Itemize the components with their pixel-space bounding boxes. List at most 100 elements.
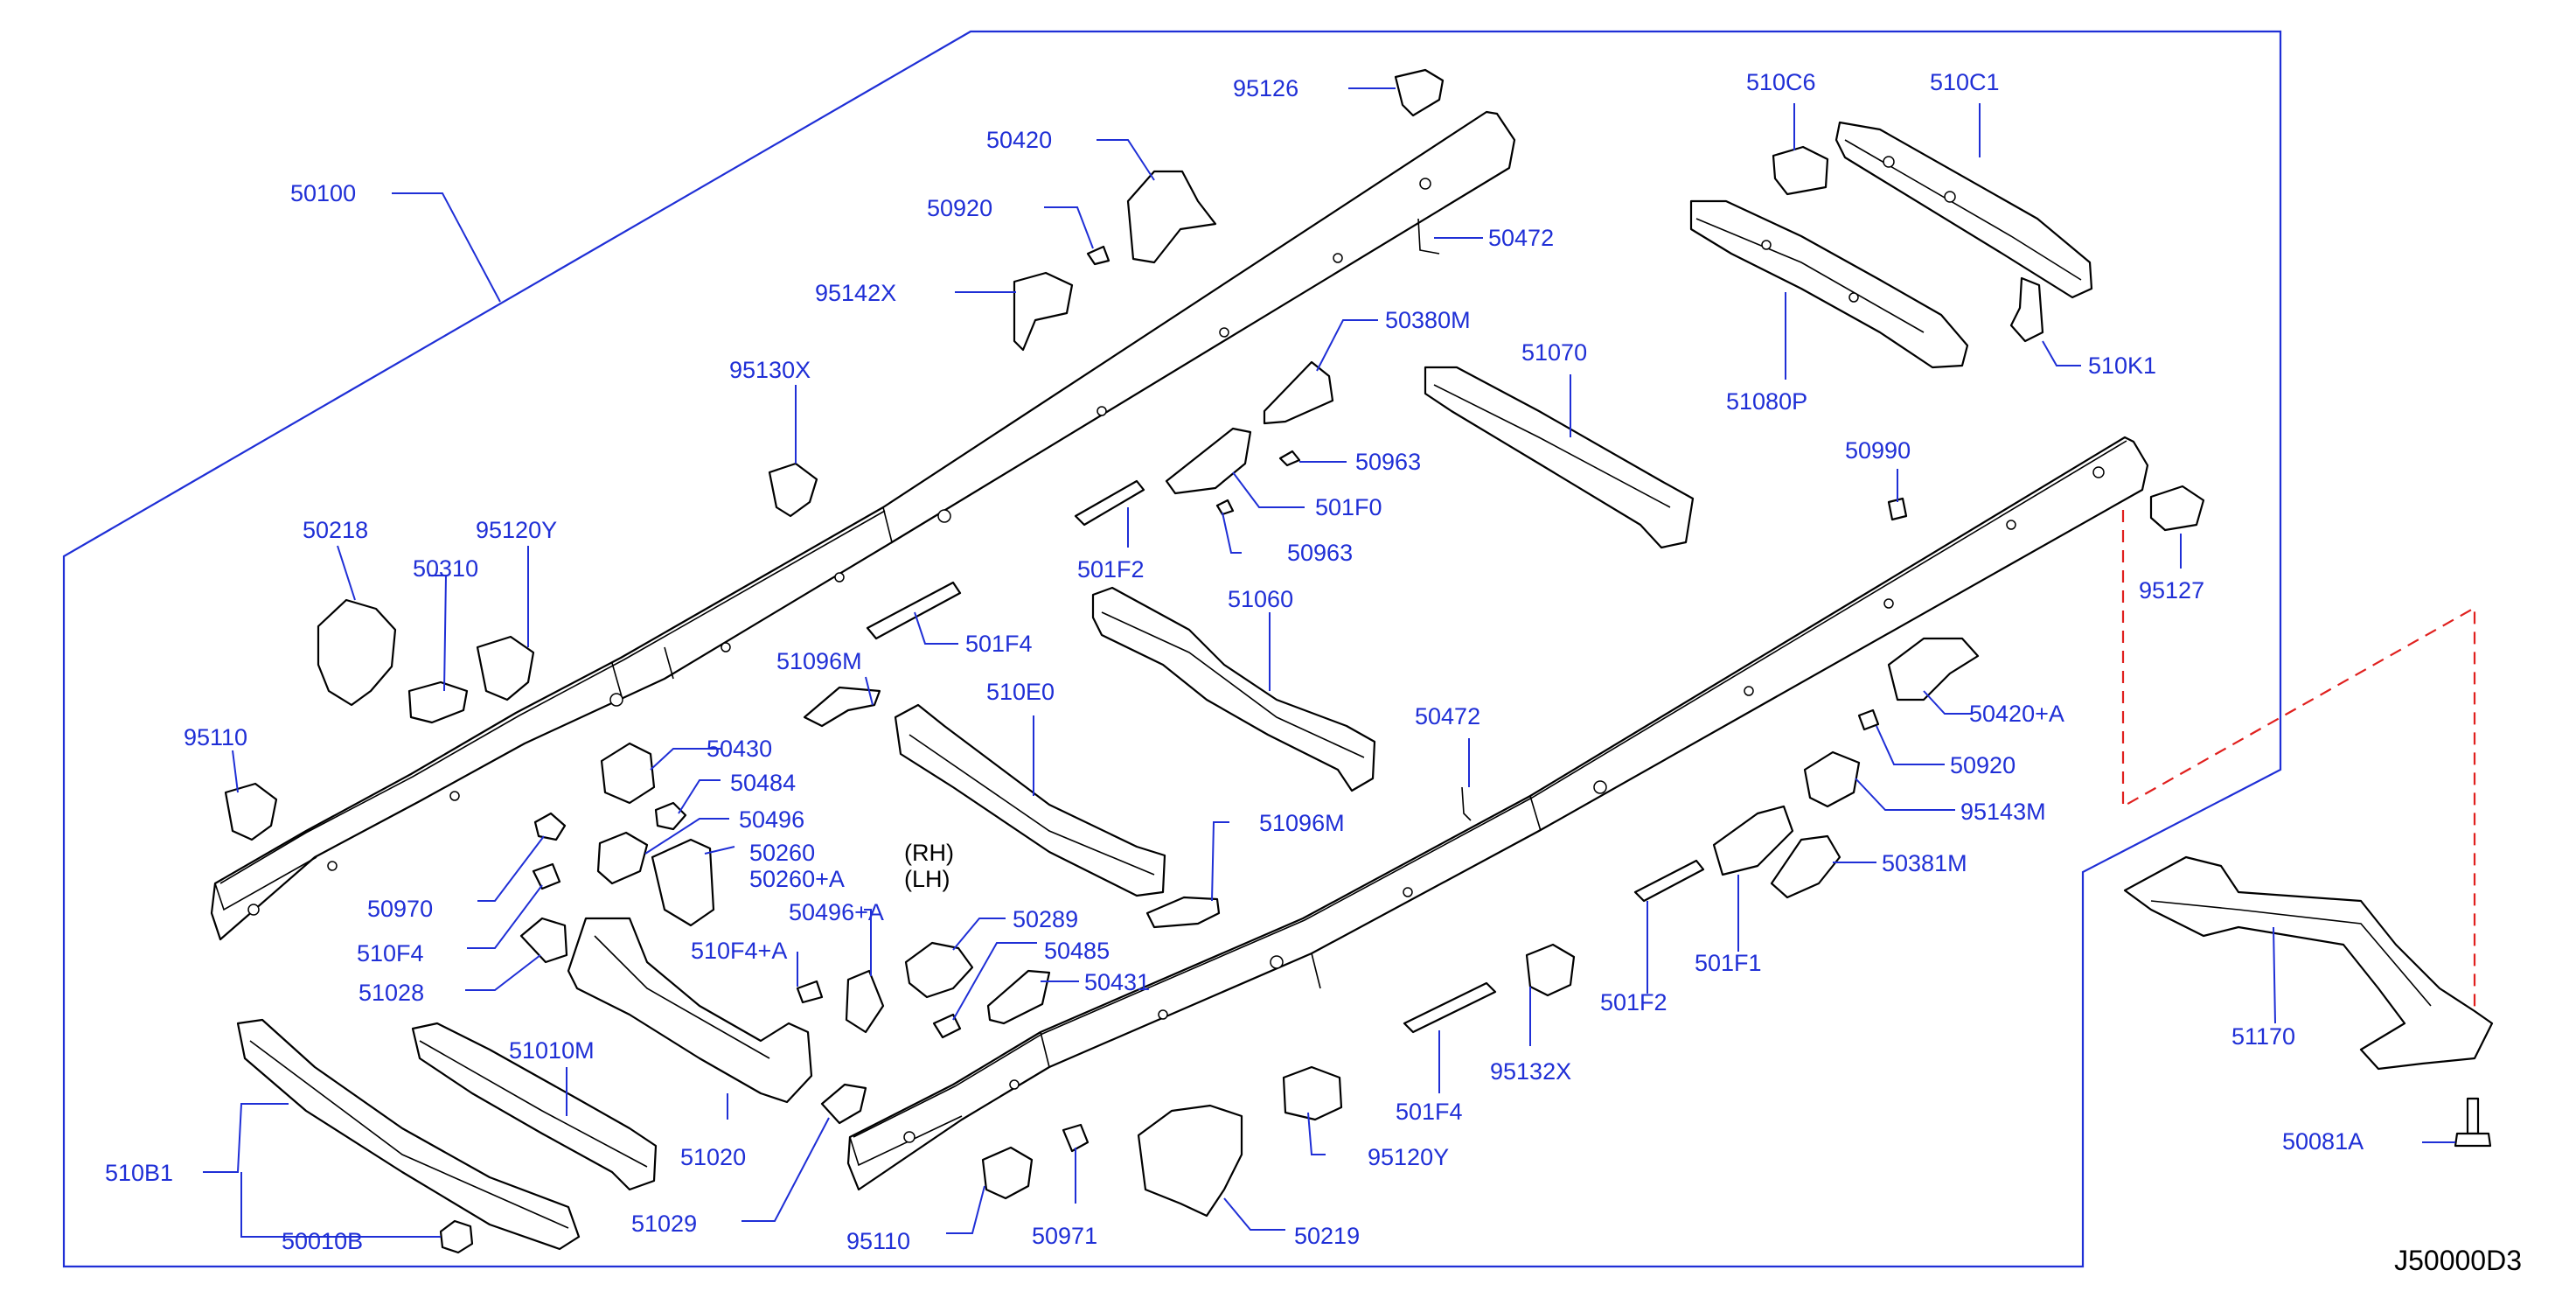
part-50420a <box>1887 637 1980 701</box>
part-501f2-lower <box>1633 859 1705 903</box>
part-50081a <box>2454 1097 2492 1148</box>
label-510f4: 510F4 <box>357 940 424 967</box>
label-510k1: 510K1 <box>2088 352 2157 379</box>
label-51080p: 51080P <box>1726 388 1808 415</box>
leader-lines <box>203 87 2455 1238</box>
label-50420a: 50420+A <box>1969 701 2064 727</box>
label-501f2-upper: 501F2 <box>1077 556 1145 583</box>
part-50430 <box>600 742 656 805</box>
label-50485: 50485 <box>1044 938 1110 964</box>
part-510f4 <box>532 862 561 890</box>
label-50431: 50431 <box>1084 969 1151 995</box>
part-50971 <box>1062 1123 1090 1153</box>
part-50010b <box>439 1219 474 1254</box>
part-50496a <box>845 969 885 1034</box>
part-501f4-upper <box>866 581 962 640</box>
part-501f0 <box>1165 427 1252 495</box>
label-510e0: 510E0 <box>986 679 1055 705</box>
label-50920-upper: 50920 <box>927 195 993 221</box>
part-95132x <box>1525 943 1576 997</box>
part-50970 <box>533 812 567 841</box>
label-95126: 95126 <box>1233 75 1299 101</box>
right-frame-rail <box>846 436 2149 1191</box>
label-51170: 51170 <box>2231 1023 2296 1050</box>
part-51010m <box>411 1022 658 1191</box>
part-51060 <box>1091 586 1376 792</box>
part-50260 <box>651 838 715 927</box>
label-51020: 51020 <box>680 1144 747 1170</box>
label-51010m: 51010M <box>509 1037 595 1064</box>
label-50420: 50420 <box>986 127 1053 153</box>
part-50310 <box>407 680 469 724</box>
label-95132x: 95132X <box>1490 1058 1572 1085</box>
label-510c6: 510C6 <box>1746 69 1816 95</box>
part-50381m <box>1770 834 1841 899</box>
label-95143m: 95143M <box>1960 799 2046 825</box>
label-51096m-lower: 51096M <box>1259 810 1345 836</box>
label-510c1: 510C1 <box>1930 69 2000 95</box>
part-51170 <box>2123 855 2494 1071</box>
part-50289 <box>904 941 974 999</box>
label-rh: (RH) <box>904 840 954 866</box>
part-50420 <box>1126 170 1217 264</box>
label-501f1: 501F1 <box>1695 950 1762 976</box>
part-510b1 <box>236 1018 581 1251</box>
part-51020 <box>567 917 813 1104</box>
phantom-outline <box>2121 510 2476 1015</box>
assembly-outline-frame <box>62 30 2282 1268</box>
label-510b1: 510B1 <box>105 1160 174 1186</box>
label-50081a: 50081A <box>2282 1128 2364 1155</box>
part-50963-a <box>1278 450 1301 467</box>
part-51070 <box>1424 366 1695 549</box>
label-95120y-upper: 95120Y <box>476 517 558 543</box>
label-50484: 50484 <box>730 770 797 796</box>
label-50496: 50496 <box>739 806 805 833</box>
label-50260: 50260 <box>749 840 816 866</box>
label-51070: 51070 <box>1521 339 1588 366</box>
label-95120y-lower: 95120Y <box>1368 1144 1450 1170</box>
label-lh: (LH) <box>904 866 950 892</box>
label-95110-lower: 95110 <box>846 1228 911 1254</box>
label-50219: 50219 <box>1294 1223 1361 1249</box>
label-95110-upper: 95110 <box>184 724 248 750</box>
label-95127: 95127 <box>2139 577 2205 604</box>
label-50990: 50990 <box>1845 437 1911 464</box>
part-95130x <box>768 462 818 518</box>
label-50260a: 50260+A <box>749 866 845 892</box>
part-510k1 <box>2009 276 2044 343</box>
label-50430: 50430 <box>707 736 773 762</box>
label-501f4-upper: 501F4 <box>965 631 1033 657</box>
part-510c1 <box>1835 121 2093 299</box>
label-501f0: 501F0 <box>1315 494 1382 520</box>
part-50920-upper <box>1086 245 1110 266</box>
part-50963-b <box>1215 499 1235 516</box>
label-50380m: 50380M <box>1385 307 1471 333</box>
label-510f4a: 510F4+A <box>691 938 788 964</box>
label-95130x: 95130X <box>729 357 811 383</box>
part-50485 <box>932 1013 962 1039</box>
part-95127 <box>2149 485 2205 532</box>
part-51029 <box>820 1083 867 1125</box>
label-51028: 51028 <box>359 980 425 1006</box>
part-95120y-lower <box>1282 1065 1343 1121</box>
label-51029: 51029 <box>631 1211 698 1237</box>
label-50218: 50218 <box>303 517 369 543</box>
part-95120y-upper <box>476 635 535 701</box>
label-50310: 50310 <box>413 555 479 582</box>
part-501f2-left <box>1074 479 1145 527</box>
label-51060: 51060 <box>1228 586 1294 612</box>
label-50472-upper: 50472 <box>1488 225 1555 251</box>
label-50920-lower: 50920 <box>1950 752 2016 778</box>
part-51028 <box>519 917 568 964</box>
part-51096m-lower <box>1145 896 1221 929</box>
diagram-id: J50000D3 <box>2394 1245 2522 1276</box>
label-501f2-lower: 501F2 <box>1600 989 1667 1015</box>
label-50970: 50970 <box>367 896 434 922</box>
part-95143m <box>1803 750 1861 808</box>
part-50484 <box>654 801 687 831</box>
part-510f4a <box>796 980 824 1004</box>
label-50963-lower: 50963 <box>1287 540 1354 566</box>
part-50219 <box>1137 1104 1243 1218</box>
part-50431 <box>986 969 1051 1025</box>
left-frame-rail <box>210 110 1516 941</box>
